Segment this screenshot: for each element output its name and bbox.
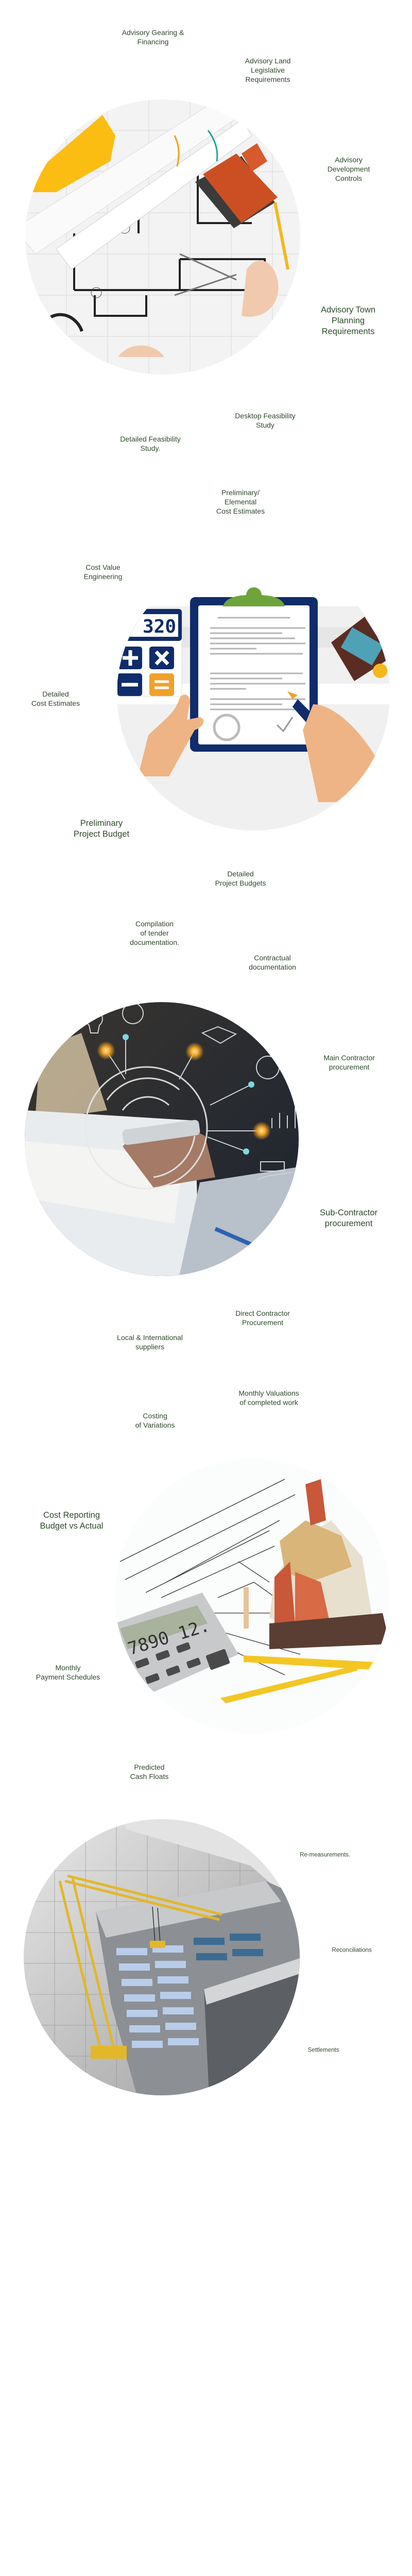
label-sub-contractor-procurement: Sub-Contractor procurement xyxy=(320,1208,377,1228)
label-settlements: Settlements xyxy=(307,2047,339,2054)
section-final-account: Re-measurements. Reconciliations Settlem… xyxy=(0,1811,412,2099)
calculator-clipboard-illustration: 320 xyxy=(117,587,390,831)
label-detailed-project-budgets: Detailed Project Budgets xyxy=(215,870,266,887)
label-local-international-suppliers: Local & International suppliers xyxy=(117,1333,183,1351)
label-advisory-land-legislative: Advisory Land Legislative Requirements xyxy=(245,57,291,83)
label-detailed-feasibility: Detailed Feasibility Study. xyxy=(120,435,181,452)
digital-network-hand-phone-illustration xyxy=(25,1002,299,1276)
label-cost-value-engineering: Cost Value Engineering xyxy=(83,563,123,581)
section-cost-reporting: 7890 12. Monthly Valuations of completed… xyxy=(0,1378,412,1790)
label-reconciliations: Reconciliations xyxy=(332,1947,372,1954)
blueprint-house-illustration xyxy=(25,99,300,375)
label-desktop-feasibility: Desktop Feasibility Study xyxy=(235,412,296,429)
label-costing-of-variations: Costing of Variations xyxy=(135,1412,175,1429)
crane-building-illustration xyxy=(24,1819,300,2095)
label-preliminary-elemental-cost-estimates: Preliminary/ Elemental Cost Estimates xyxy=(216,488,265,515)
label-preliminary-project-budget: Preliminary Project Budget xyxy=(73,819,130,839)
label-advisory-town-planning: Advisory Town Planning Requirements xyxy=(320,305,376,336)
label-predicted-cash-floats: Predicted Cash Floats xyxy=(130,1763,169,1781)
section-cost-estimates: 320 Preliminary/ Elemental xyxy=(0,479,412,894)
label-detailed-cost-estimates: Detailed Cost Estimates xyxy=(31,690,80,707)
section-feasibility: Advisory Gearing & Financing Advisory La… xyxy=(0,21,412,459)
label-monthly-valuations: Monthly Valuations of completed work xyxy=(238,1389,299,1406)
calculator-display: 320 xyxy=(143,616,176,637)
label-compilation-tender-documentation: Compilation of tender documentation. xyxy=(130,920,179,946)
label-advisory-gearing-financing: Advisory Gearing & Financing xyxy=(122,28,184,46)
label-contractual-documentation: Contractual documentation xyxy=(249,954,296,971)
label-direct-contractor-procurement: Direct Contractor Procurement xyxy=(235,1309,290,1327)
blueprint-calculator-brick-house-illustration: 7890 12. xyxy=(115,1459,390,1734)
label-cost-reporting-budget-vs-actual: Cost Reporting Budget vs Actual xyxy=(40,1511,104,1531)
label-advisory-development-controls: Advisory Development Controls xyxy=(327,156,370,182)
label-monthly-payment-schedules: Monthly Payment Schedules xyxy=(36,1664,100,1681)
label-main-contractor-procurement: Main Contractor procurement xyxy=(323,1054,375,1071)
label-re-measurements: Re-measurements. xyxy=(300,1852,350,1858)
section-procurement: Compilation of tender documentation. Con… xyxy=(0,914,412,1358)
